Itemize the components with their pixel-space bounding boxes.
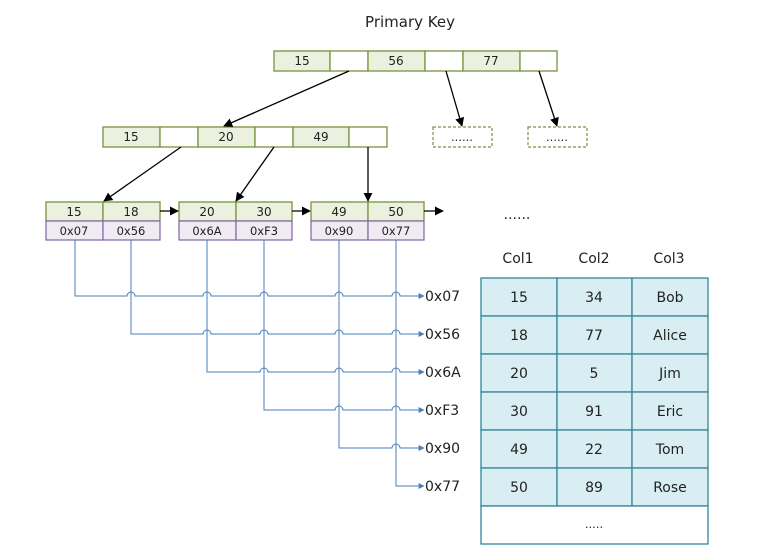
table-cell: Rose [653, 480, 687, 496]
placeholder-label: ...... [546, 130, 568, 144]
address-link-line [395, 240, 425, 489]
primary-key-title: Primary Key [365, 13, 455, 31]
leaf-address-label: 0x56 [117, 224, 146, 238]
leaf-key-label: 20 [199, 205, 214, 219]
address-label: 0x07 [425, 289, 460, 305]
pointer-arrow [235, 146, 275, 202]
leaf-key-label: 49 [331, 205, 346, 219]
pointer-arrow [445, 70, 465, 127]
table-cell: 91 [585, 404, 603, 420]
internal-key-label: 15 [123, 130, 138, 144]
leaf-address-label: 0xF3 [250, 224, 278, 238]
address-links [74, 240, 425, 489]
table-cell: 34 [585, 290, 603, 306]
leaf-key-label: 15 [66, 205, 81, 219]
placeholder-label: ...... [451, 130, 473, 144]
table-cell: Alice [653, 328, 687, 344]
leaf-address-label: 0x77 [382, 224, 411, 238]
leaf-node: 20 30 0x6A 0xF3 [178, 201, 293, 241]
table-row: 49 22 Tom [480, 429, 709, 469]
internal-pointer-cell [348, 126, 388, 148]
leaf-key-label: 30 [256, 205, 271, 219]
leaf-node: 49 50 0x90 0x77 [310, 201, 425, 241]
root-pointer-cell [329, 50, 369, 72]
leaf-key-label: 18 [123, 205, 138, 219]
data-table: Col1 Col2 Col3 15 34 Bob 18 77 Alice 20 … [480, 251, 709, 545]
placeholder-node: ...... [432, 126, 493, 148]
internal-pointer-cell [159, 126, 199, 148]
address-link-line [130, 240, 425, 337]
table-cell: 89 [585, 480, 603, 496]
table-cell: 77 [585, 328, 603, 344]
leaf-more-label: ...... [504, 207, 531, 223]
table-cell: 50 [510, 480, 528, 496]
root-key-label: 56 [388, 54, 403, 68]
root-pointer-cell [519, 50, 558, 72]
table-row-more: ..... [480, 505, 709, 545]
address-label: 0x6A [425, 365, 461, 381]
table-row: 30 91 Eric [480, 391, 709, 431]
internal-key-label: 49 [313, 130, 328, 144]
table-cell: 30 [510, 404, 528, 420]
table-row: 15 34 Bob [480, 277, 709, 317]
address-label: 0xF3 [425, 403, 459, 419]
address-labels: 0x07 0x56 0x6A 0xF3 0x90 0x77 [425, 289, 461, 495]
root-key-label: 15 [294, 54, 309, 68]
table-cell: 5 [590, 366, 599, 382]
internal-node: 15 20 49 [102, 126, 388, 148]
table-row: 18 77 Alice [480, 315, 709, 355]
table-cell: 22 [585, 442, 603, 458]
address-label: 0x77 [425, 479, 460, 495]
internal-key-label: 20 [218, 130, 233, 144]
table-cell: 15 [510, 290, 528, 306]
table-header: Col3 [653, 251, 684, 267]
table-header: Col2 [578, 251, 609, 267]
table-cell: 20 [510, 366, 528, 382]
table-cell: Jim [658, 366, 681, 382]
root-key-label: 77 [483, 54, 498, 68]
address-link-line [206, 240, 425, 375]
pointer-arrow [538, 70, 559, 127]
table-cell: Tom [655, 442, 684, 458]
pointer-arrow [103, 146, 182, 202]
pointer-arrow [223, 70, 350, 127]
placeholder-node: ...... [527, 126, 588, 148]
table-row: 50 89 Rose [480, 467, 709, 507]
internal-pointer-cell [254, 126, 294, 148]
address-link-line [263, 240, 425, 413]
address-label: 0x56 [425, 327, 460, 343]
table-cell: Eric [657, 404, 683, 420]
leaf-address-label: 0x07 [60, 224, 89, 238]
table-row: 20 5 Jim [480, 353, 709, 393]
address-link-line [338, 240, 425, 451]
table-header: Col1 [502, 251, 533, 267]
leaf-address-label: 0x6A [192, 224, 221, 238]
root-pointer-cell [424, 50, 464, 72]
leaf-node: 15 18 0x07 0x56 [45, 201, 161, 241]
table-cell: 18 [510, 328, 528, 344]
address-label: 0x90 [425, 441, 460, 457]
leaf-address-label: 0x90 [325, 224, 354, 238]
table-cell: 49 [510, 442, 528, 458]
leaf-key-label: 50 [388, 205, 403, 219]
table-cell: Bob [656, 290, 683, 306]
tree-pointers [103, 70, 559, 216]
root-node: 15 56 77 [273, 50, 558, 72]
table-more-label: ..... [585, 517, 603, 531]
address-link-line [74, 240, 425, 299]
